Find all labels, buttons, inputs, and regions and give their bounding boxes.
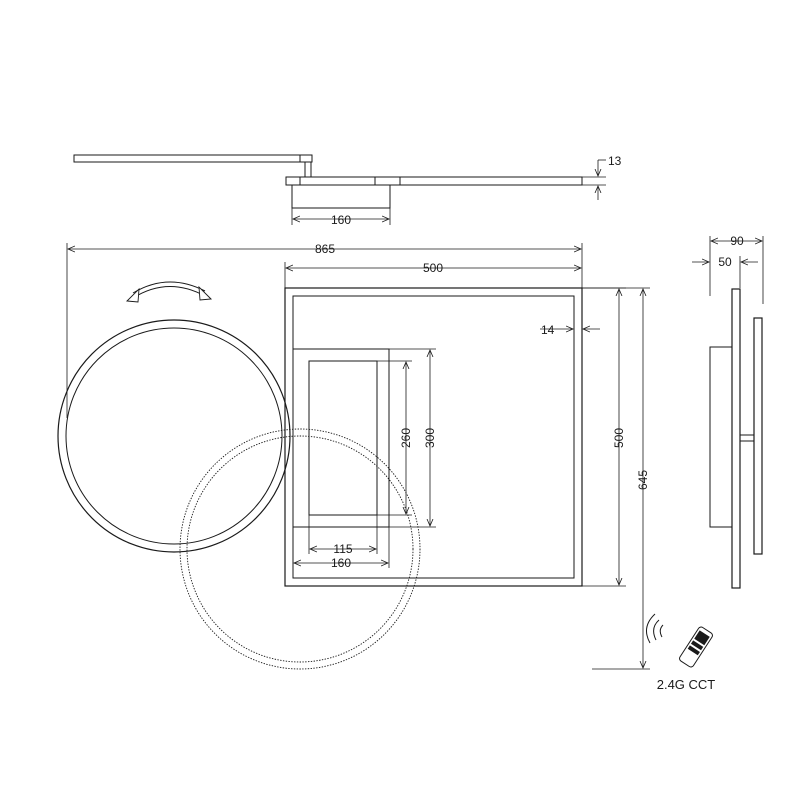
remote-caption: 2.4G CCT	[657, 677, 716, 692]
ring-dotted-outer	[179, 428, 421, 670]
dim-label-overall-height: 645	[636, 470, 650, 490]
side-ring	[753, 317, 763, 555]
ring-solid-inner	[65, 327, 283, 545]
top-upper-bar	[73, 154, 313, 163]
dim-label-square-width: 500	[423, 261, 443, 275]
top-base-box	[291, 184, 391, 209]
side-view: 90 50	[692, 234, 764, 589]
dim-label-depth-total: 90	[730, 234, 744, 248]
dim-label-depth-base: 50	[718, 255, 732, 269]
signal-wave-icon	[653, 619, 660, 641]
remote-icon	[679, 626, 713, 668]
dim-label-inner-height: 260	[399, 428, 413, 448]
top-lower-bar	[285, 176, 583, 186]
top-view: 160 13	[73, 154, 622, 227]
dim-label-base-width-top: 160	[331, 213, 351, 227]
rotation-arrow-right-head-icon	[198, 285, 212, 301]
ring-solid-outer	[57, 319, 291, 553]
ring-dotted-inner	[186, 435, 414, 663]
side-base-box	[709, 346, 733, 528]
dim-label-inner-outer-width: 160	[331, 556, 351, 570]
dim-label-inner-width: 115	[333, 542, 352, 556]
dim-label-frame-offset: 14	[541, 323, 555, 337]
dim-label-inner-outer-height: 300	[423, 428, 437, 448]
dim-label-thickness-top: 13	[608, 154, 622, 168]
square-frame-outer	[284, 287, 583, 587]
inner-panel-outer	[292, 348, 390, 528]
dim-label-overall-width: 865	[315, 242, 335, 256]
front-view: 865 500 14 260 300 115 160	[57, 242, 650, 670]
side-connector	[739, 434, 755, 442]
rotation-arrow-left-head-icon	[126, 287, 140, 303]
dim-label-square-height: 500	[612, 428, 626, 448]
rotation-arrow	[132, 286, 206, 299]
inner-panel-inner	[308, 360, 378, 516]
side-square-frame	[731, 288, 741, 589]
remote-control: 2.4G CCT	[645, 613, 716, 692]
